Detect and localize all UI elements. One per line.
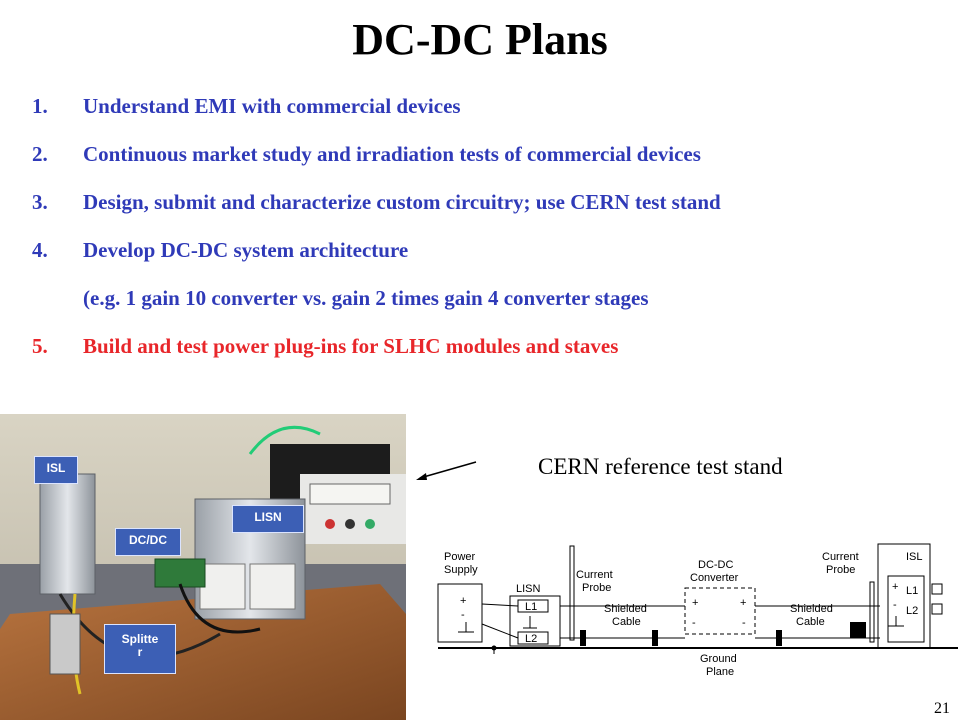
shielded-cable-2-label-1: Shielded xyxy=(790,603,833,615)
power-supply-label-2: Supply xyxy=(444,564,478,576)
lisn-box xyxy=(509,595,561,647)
list-item: 2. Continuous market study and irradiati… xyxy=(32,136,932,184)
list-item-text: Build and test power plug-ins for SLHC m… xyxy=(83,334,619,358)
dcdc-plus-in: + xyxy=(692,597,698,609)
pointer-arrow xyxy=(416,461,477,480)
shielded-cable-2-label-2: Cable xyxy=(796,616,825,628)
current-probe-label-2: Probe xyxy=(582,582,611,594)
label-dcdc: DC/DC xyxy=(115,528,181,556)
label-splitter-line1: Splitte xyxy=(121,632,159,646)
shielded-cable-1-label-2: Cable xyxy=(612,616,641,628)
list-item: 4. Develop DC-DC system architecture xyxy=(32,232,932,280)
test-stand-caption: CERN reference test stand xyxy=(538,454,783,479)
test-stand-schematic: Power Supply + - LISN L1 L2 Current Prob… xyxy=(437,543,958,678)
isl-plus: + xyxy=(892,581,898,593)
isl-box xyxy=(877,543,931,649)
dcdc-label-1: DC-DC xyxy=(698,559,733,571)
dcdc-box xyxy=(684,587,756,635)
list-item-text: Develop DC-DC system architecture xyxy=(83,238,409,262)
list-item-number: 3. xyxy=(32,190,48,214)
slide-title: DC-DC Plans xyxy=(352,15,608,64)
list-item-number: 1. xyxy=(32,94,48,118)
lisn-label: LISN xyxy=(516,583,541,595)
list-item-number: 5. xyxy=(32,334,48,358)
ground-plane-label-2: Plane xyxy=(706,666,734,678)
current-probe-2-label-1: Current xyxy=(822,551,859,563)
list-item-text: Understand EMI with commercial devices xyxy=(83,94,461,118)
page-number: 21 xyxy=(934,700,950,717)
dcdc-minus-in: - xyxy=(692,617,696,629)
ground-plane-label-1: Ground xyxy=(700,653,737,665)
isl-label: ISL xyxy=(906,551,923,563)
power-supply-label-1: Power xyxy=(444,551,476,563)
isl-l2: L2 xyxy=(906,605,918,617)
power-supply-box xyxy=(437,583,483,643)
current-probe-label-1: Current xyxy=(576,569,613,581)
ps-minus: - xyxy=(461,609,465,621)
list-item-highlight: 5. Build and test power plug-ins for SLH… xyxy=(32,328,932,376)
label-isl: ISL xyxy=(34,456,78,484)
shielded-cable-1-label-1: Shielded xyxy=(604,603,647,615)
dcdc-minus-out: - xyxy=(742,617,746,629)
ps-plus: + xyxy=(460,595,466,607)
isl-l1: L1 xyxy=(906,585,918,597)
lisn-l2: L2 xyxy=(525,633,537,645)
list-item-text: (e.g. 1 gain 10 converter vs. gain 2 tim… xyxy=(83,286,649,310)
dcdc-label-2: Converter xyxy=(690,572,739,584)
label-splitter-line2: r xyxy=(137,645,143,659)
list-item-number: 2. xyxy=(32,142,48,166)
label-splitter: Splitte r xyxy=(104,624,176,674)
list-item-continuation: (e.g. 1 gain 10 converter vs. gain 2 tim… xyxy=(32,280,932,328)
list-item: 3. Design, submit and characterize custo… xyxy=(32,184,932,232)
label-lisn: LISN xyxy=(232,505,304,533)
list-item-text: Design, submit and characterize custom c… xyxy=(83,190,721,214)
list-item-number: 4. xyxy=(32,238,48,262)
dcdc-plus-out: + xyxy=(740,597,746,609)
isl-minus: - xyxy=(893,599,897,611)
plan-list: 1. Understand EMI with commercial device… xyxy=(32,88,932,376)
current-probe-2-label-2: Probe xyxy=(826,564,855,576)
list-item: 1. Understand EMI with commercial device… xyxy=(32,88,932,136)
list-item-text: Continuous market study and irradiation … xyxy=(83,142,701,166)
lisn-l1: L1 xyxy=(525,601,537,613)
test-stand-photo: ISL LISN DC/DC Splitte r xyxy=(0,414,406,720)
